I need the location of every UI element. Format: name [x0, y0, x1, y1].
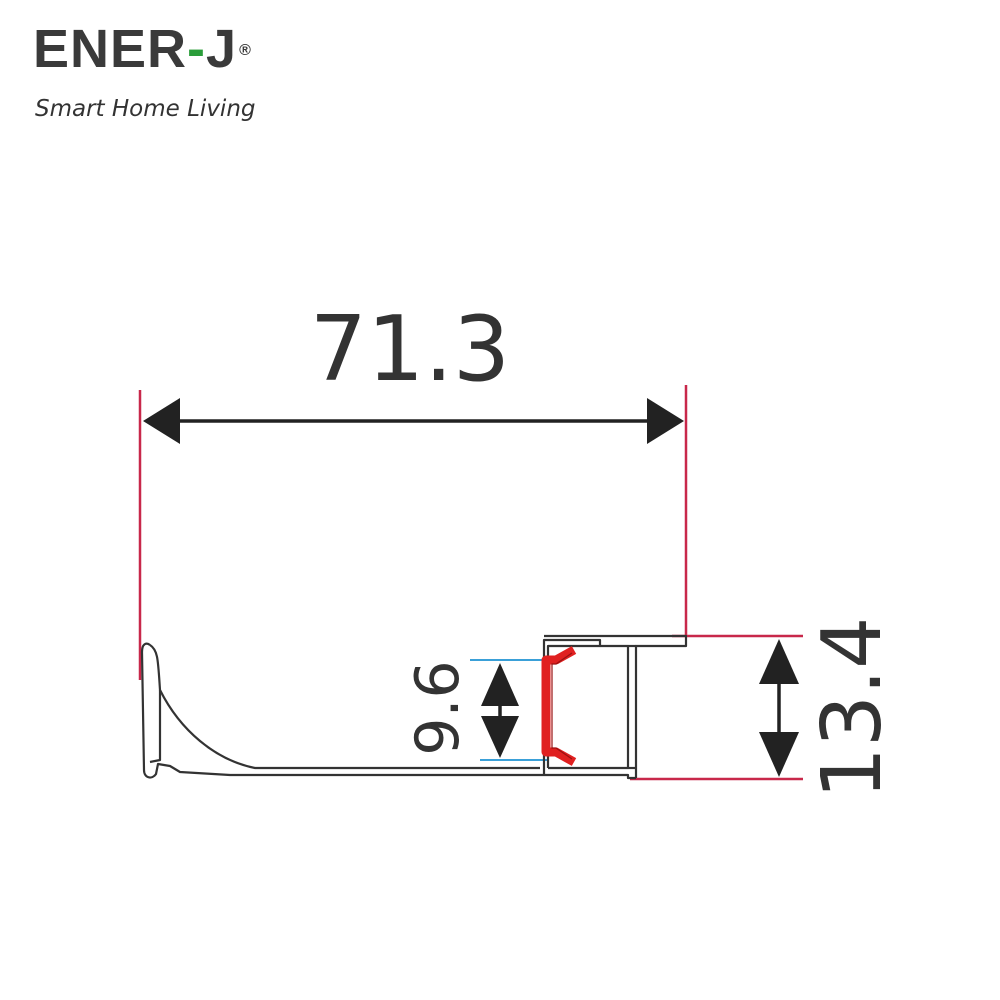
led-strip	[541, 646, 577, 766]
height-dimension-label: 13.4	[805, 617, 900, 800]
inner-dimension-arrow	[481, 663, 519, 758]
registered-mark: ®	[239, 42, 252, 59]
inner-dimension-label: 9.6	[403, 660, 473, 755]
width-dimension-arrow	[143, 398, 684, 444]
width-dimension-label: 71.3	[310, 297, 510, 402]
height-dimension-arrow	[759, 639, 799, 777]
brand-tagline: Smart Home Living	[35, 96, 256, 122]
brand-name-part1: ENER	[33, 19, 188, 79]
brand-wordmark: ENER-J®	[33, 22, 252, 76]
brand-name-dash: -	[187, 19, 207, 79]
brand-name-part2: J	[206, 19, 238, 79]
brand-logo: ENER-J® Smart Home Living	[33, 22, 303, 122]
